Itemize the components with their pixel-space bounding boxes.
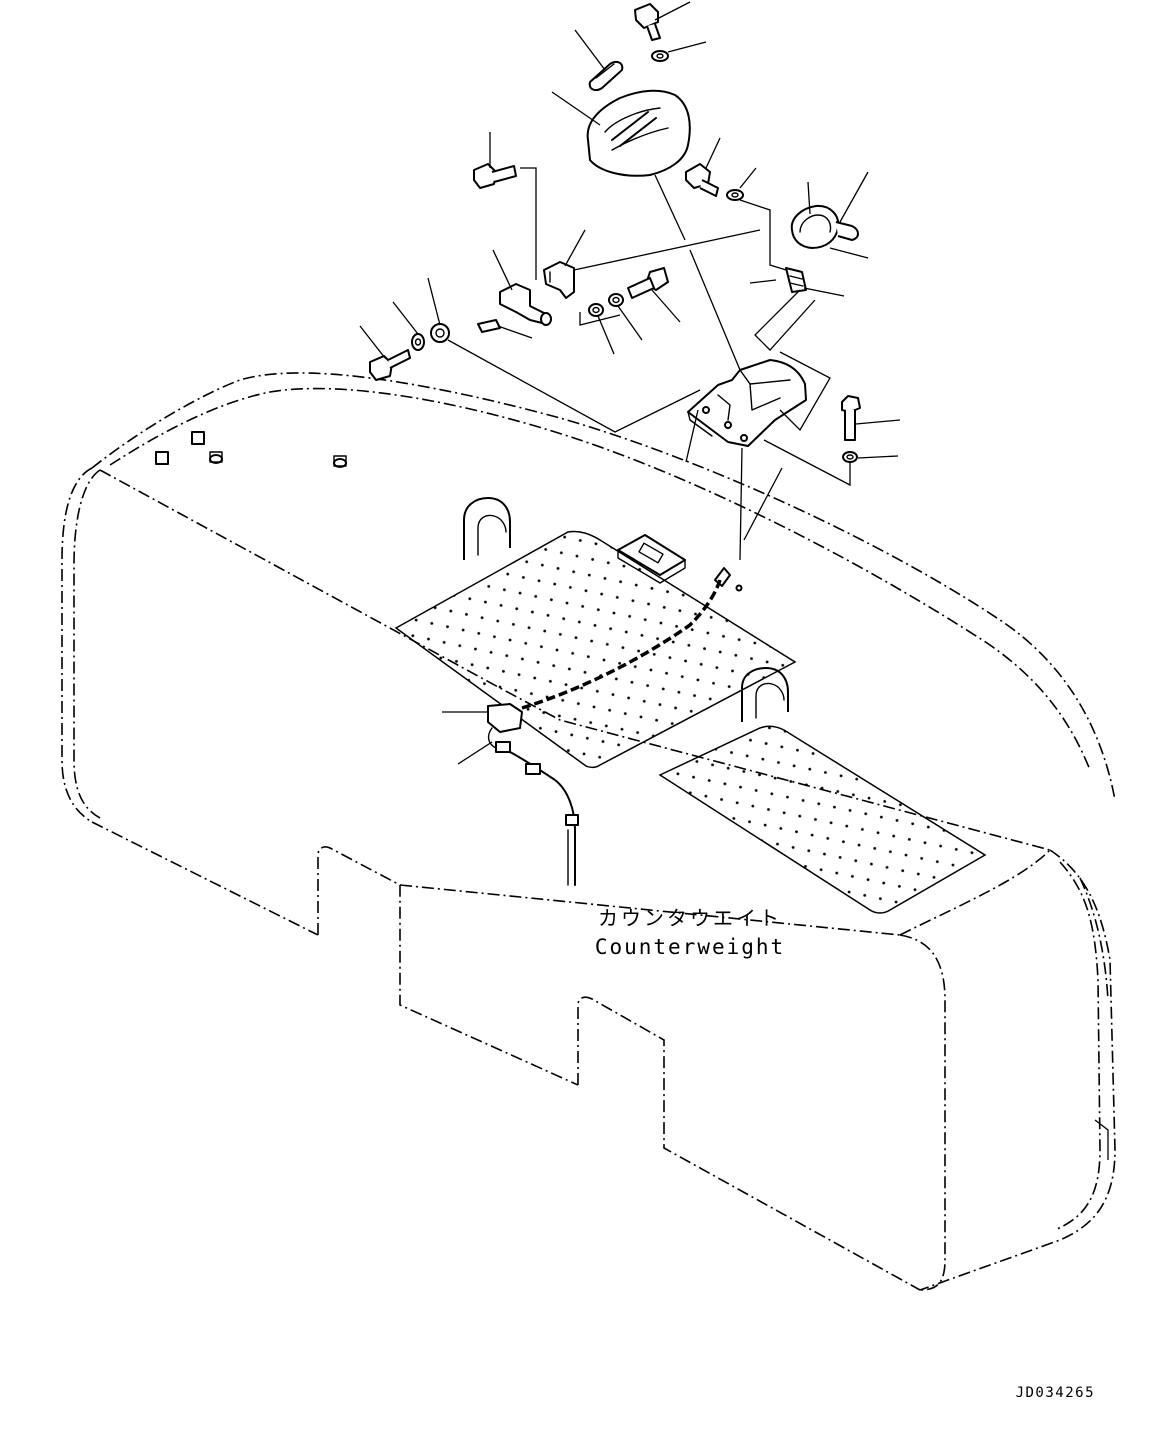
bolt-middle [627, 267, 669, 299]
drawing-number: JD034265 [1016, 1385, 1095, 1401]
lifting-lug-left [463, 497, 511, 560]
lamp-base-bracket [687, 359, 807, 447]
counterweight-body [61, 372, 1116, 1291]
washer-right-bottom [842, 451, 858, 463]
top-studs [155, 431, 347, 468]
lamp-housing [586, 89, 691, 177]
assembly-guide-lines [447, 167, 851, 561]
washer-middle-1 [588, 303, 604, 317]
washer-housing-right [726, 189, 744, 201]
bolt-left-upper [473, 163, 517, 189]
bolt-right-bottom [841, 395, 861, 441]
clip [785, 267, 807, 293]
washer-middle-2 [608, 293, 624, 307]
counterweight-label-english: Counterweight [595, 935, 785, 959]
counterweight-grommet [617, 534, 686, 584]
bracket-small [543, 261, 575, 299]
bolt-housing-right [685, 163, 719, 197]
washer-top [651, 50, 669, 62]
washer-left [411, 333, 425, 351]
spacer-left [430, 323, 450, 343]
switch-bracket [499, 283, 552, 326]
non-slip-plate-2 [658, 725, 987, 914]
bolt-top [634, 3, 661, 41]
rubber-pad [477, 319, 501, 333]
leader-lines [359, 1, 901, 765]
counterweight-label-japanese: カウンタウエイト [598, 906, 782, 930]
bulb-socket [790, 204, 859, 249]
lamp-lens [588, 61, 624, 91]
bolt-left-lower [369, 349, 411, 381]
non-slip-plate-1 [394, 530, 797, 769]
wire-harness [487, 567, 743, 886]
